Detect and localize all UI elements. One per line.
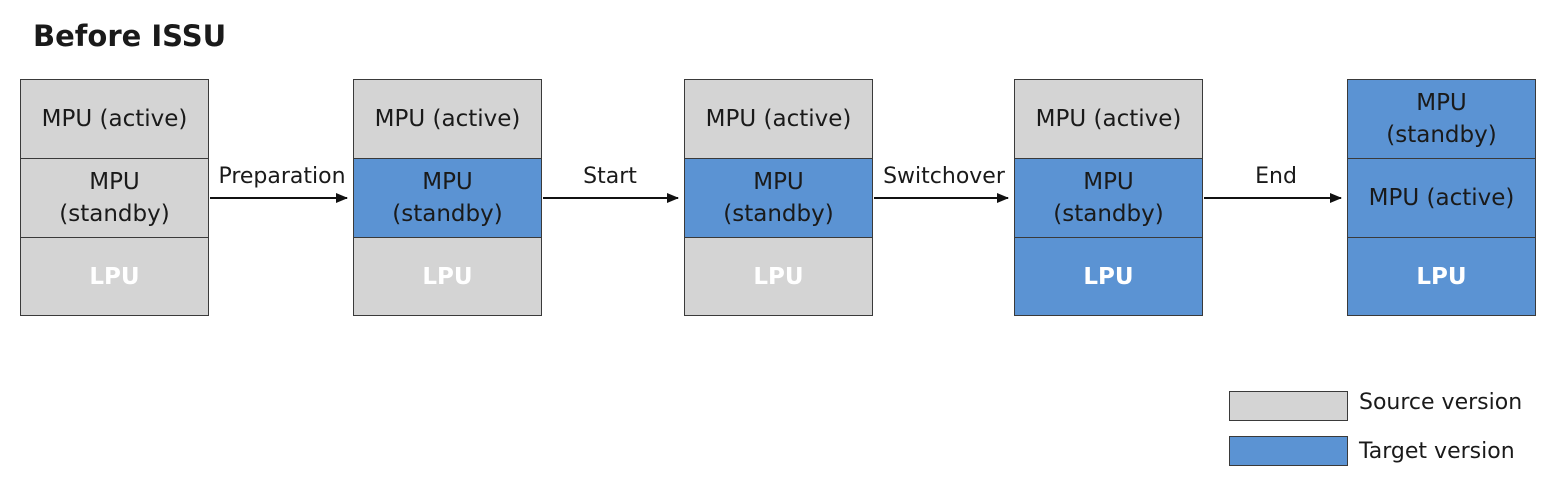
- cell-label: MPU (active): [1035, 106, 1182, 132]
- stack-2: MPU (active) MPU (standby) LPU: [353, 79, 542, 316]
- stack-4-cell-1: MPU (active): [1015, 80, 1202, 158]
- stack-2-cell-3: LPU: [354, 237, 541, 315]
- stack-1: MPU (active) MPU (standby) LPU: [20, 79, 209, 316]
- cell-label: MPU (active): [705, 106, 852, 132]
- cell-label: MPU (active): [374, 106, 521, 132]
- legend-label-source: Source version: [1359, 390, 1523, 415]
- cell-label: MPU (active): [1368, 185, 1515, 211]
- step-label-start: Start: [583, 164, 637, 189]
- cell-label: MPU (standby): [1053, 169, 1164, 227]
- stack-1-cell-2: MPU (standby): [21, 158, 208, 237]
- stack-5-cell-3: LPU: [1348, 237, 1535, 315]
- stack-1-cell-1: MPU (active): [21, 80, 208, 158]
- stack-2-cell-2: MPU (standby): [354, 158, 541, 237]
- stack-4-cell-3: LPU: [1015, 237, 1202, 315]
- step-label-switchover: Switchover: [883, 164, 1005, 189]
- stack-3-cell-2: MPU (standby): [685, 158, 872, 237]
- cell-label: LPU: [1416, 263, 1467, 290]
- stack-5-cell-2: MPU (active): [1348, 158, 1535, 237]
- stack-4-cell-2: MPU (standby): [1015, 158, 1202, 237]
- cell-label: MPU (active): [41, 106, 188, 132]
- cell-label: MPU (standby): [59, 169, 170, 227]
- legend-swatch-target: [1229, 436, 1348, 466]
- stack-5: MPU (standby) MPU (active) LPU: [1347, 79, 1536, 316]
- stack-3-cell-1: MPU (active): [685, 80, 872, 158]
- stack-2-cell-1: MPU (active): [354, 80, 541, 158]
- cell-label: LPU: [1083, 263, 1134, 290]
- stack-4: MPU (active) MPU (standby) LPU: [1014, 79, 1203, 316]
- step-label-preparation: Preparation: [218, 164, 346, 189]
- cell-label: LPU: [89, 263, 140, 290]
- cell-label: MPU (standby): [392, 169, 503, 227]
- stack-3: MPU (active) MPU (standby) LPU: [684, 79, 873, 316]
- cell-label: LPU: [753, 263, 804, 290]
- stack-5-cell-1: MPU (standby): [1348, 80, 1535, 158]
- diagram-title: Before ISSU: [33, 19, 227, 53]
- cell-label: MPU (standby): [723, 169, 834, 227]
- cell-label: LPU: [422, 263, 473, 290]
- stack-1-cell-3: LPU: [21, 237, 208, 315]
- cell-label: MPU (standby): [1386, 90, 1497, 148]
- legend-label-target: Target version: [1359, 439, 1515, 464]
- stack-3-cell-3: LPU: [685, 237, 872, 315]
- step-label-end: End: [1255, 164, 1297, 189]
- legend-swatch-source: [1229, 391, 1348, 421]
